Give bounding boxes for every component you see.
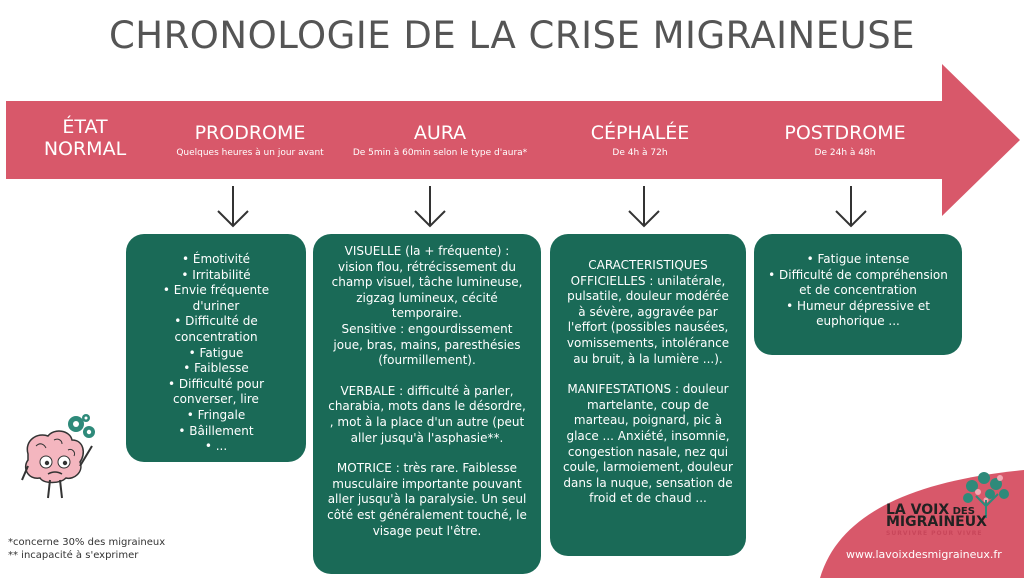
list-item: Envie fréquente d'uriner <box>138 283 294 314</box>
phase-aura: AURA De 5min à 60min selon le type d'aur… <box>340 122 540 158</box>
down-arrow-icon <box>414 186 446 228</box>
down-arrow-icon <box>217 186 249 228</box>
aura-sensitive-text: Sensitive : engourdissement joue, bras, … <box>333 321 521 368</box>
cephalee-symptoms-box: CARACTERISTIQUES OFFICIELLES : unilatéra… <box>550 234 746 556</box>
footnotes: *concerne 30% des migraineux ** incapaci… <box>8 536 165 562</box>
phase-name: PRODROME <box>194 122 306 144</box>
list-item: Difficulté de compréhension et de concen… <box>766 268 950 299</box>
phase-duration: Quelques heures à un jour avant <box>176 148 324 158</box>
logo-tagline: SURVIVRE POUR VIVRE <box>886 530 983 537</box>
aura-motor-text: MOTRICE : très rare. Faiblesse musculair… <box>327 461 527 538</box>
phase-name: ÉTAT <box>62 116 108 138</box>
prodrome-symptoms-box: Émotivité Irritabilité Envie fréquente d… <box>126 234 306 462</box>
aura-symptoms-box: VISUELLE (la + fréquente) : vision flou,… <box>313 234 541 574</box>
postdrome-symptoms-box: Fatigue intense Difficulté de compréhens… <box>754 234 962 355</box>
website-link[interactable]: www.lavoixdesmigraineux.fr <box>846 548 1002 561</box>
cephalee-manifest-text: MANIFESTATIONS : douleur martelante, cou… <box>563 382 733 506</box>
list-item: Fringale <box>138 408 294 424</box>
phase-postdrome: POSTDROME De 24h à 48h <box>760 122 930 158</box>
list-item: Difficulté pour converser, lire <box>138 377 294 408</box>
phase-name: CÉPHALÉE <box>590 122 690 144</box>
aura-verbal-text: VERBALE : difficulté à parler, charabia,… <box>328 383 526 445</box>
page-title: CHRONOLOGIE DE LA CRISE MIGRAINEUSE <box>108 14 916 57</box>
phase-name: POSTDROME <box>784 122 906 144</box>
list-item: Humeur dépressive et euphorique ... <box>766 299 950 330</box>
list-item: Irritabilité <box>138 268 294 284</box>
aura-visual-text: VISUELLE (la + fréquente) : vision flou,… <box>331 244 523 321</box>
cephalee-official-text: CARACTERISTIQUES OFFICIELLES : unilatéra… <box>566 258 730 366</box>
footnote-aphasia: ** incapacité à s'exprimer <box>8 550 139 561</box>
list-item: Fatigue <box>138 346 294 362</box>
brand-logo: LA VOIX DES MIGRAINEUX SURVIVRE POUR VIV… <box>886 502 987 539</box>
phase-duration: De 5min à 60min selon le type d'aura* <box>352 148 528 158</box>
phase-cephalee: CÉPHALÉE De 4h à 72h <box>555 122 725 158</box>
phase-duration: De 24h à 48h <box>814 148 876 158</box>
down-arrow-icon <box>835 186 867 228</box>
phase-prodrome: PRODROME Quelques heures à un jour avant <box>160 122 340 158</box>
list-item: Émotivité <box>138 252 294 268</box>
list-item: Bâillement <box>138 424 294 440</box>
timeline-arrow <box>6 64 1020 216</box>
logo-line2: MIGRAINEUX <box>886 514 987 530</box>
phase-name: AURA <box>413 122 467 144</box>
logo-small: DES <box>952 506 975 517</box>
list-item: Faiblesse <box>138 361 294 377</box>
list-item: ... <box>138 439 294 455</box>
tree-logo-icon <box>963 472 1009 518</box>
down-arrow-icon <box>628 186 660 228</box>
footnote-aura: *concerne 30% des migraineux <box>8 537 166 548</box>
phase-duration: De 4h à 72h <box>612 148 668 158</box>
list-item: Fatigue intense <box>766 252 950 268</box>
brain-character-icon <box>21 414 95 499</box>
phase-name-line2: NORMAL <box>43 138 127 160</box>
logo-line1: LA VOIX <box>886 502 950 518</box>
list-item: Difficulté de concentration <box>138 314 294 345</box>
phase-etat-normal: ÉTAT NORMAL <box>30 116 140 160</box>
